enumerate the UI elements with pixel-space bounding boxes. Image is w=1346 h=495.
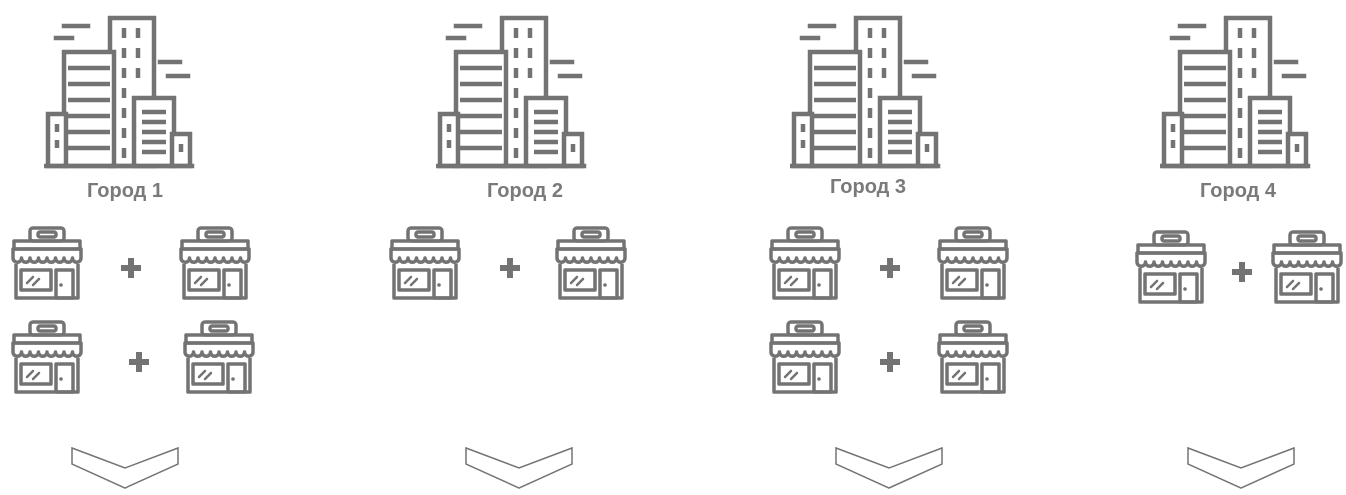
storefront-icon xyxy=(766,226,844,302)
storefront-icon xyxy=(934,226,1012,302)
city-name: Город 2 xyxy=(486,180,564,202)
city-buildings-icon xyxy=(790,4,950,174)
city-name: Город 1 xyxy=(86,180,164,202)
chevron-down-icon xyxy=(464,444,574,492)
plus-icon xyxy=(500,258,520,278)
plus-icon xyxy=(1232,262,1252,282)
city-buildings-icon xyxy=(1160,4,1320,174)
city-name: Город 4 xyxy=(1199,180,1277,202)
storefront-icon xyxy=(176,226,254,302)
city-buildings-icon xyxy=(44,4,204,174)
storefront-icon xyxy=(8,320,86,396)
storefront-icon xyxy=(1132,230,1210,306)
storefront-icon xyxy=(934,320,1012,396)
storefront-icon xyxy=(1268,230,1346,306)
plus-icon xyxy=(129,352,149,372)
storefront-icon xyxy=(552,226,630,302)
storefront-icon xyxy=(180,320,258,396)
plus-icon xyxy=(880,352,900,372)
plus-icon xyxy=(121,258,141,278)
city-buildings-icon xyxy=(436,4,596,174)
city-name: Город 3 xyxy=(829,176,907,198)
chevron-down-icon xyxy=(70,444,180,492)
chevron-down-icon xyxy=(834,444,944,492)
storefront-icon xyxy=(766,320,844,396)
storefront-icon xyxy=(386,226,464,302)
plus-icon xyxy=(880,258,900,278)
storefront-clip xyxy=(1268,230,1346,306)
storefront-icon xyxy=(8,226,86,302)
chevron-down-icon xyxy=(1186,444,1296,492)
